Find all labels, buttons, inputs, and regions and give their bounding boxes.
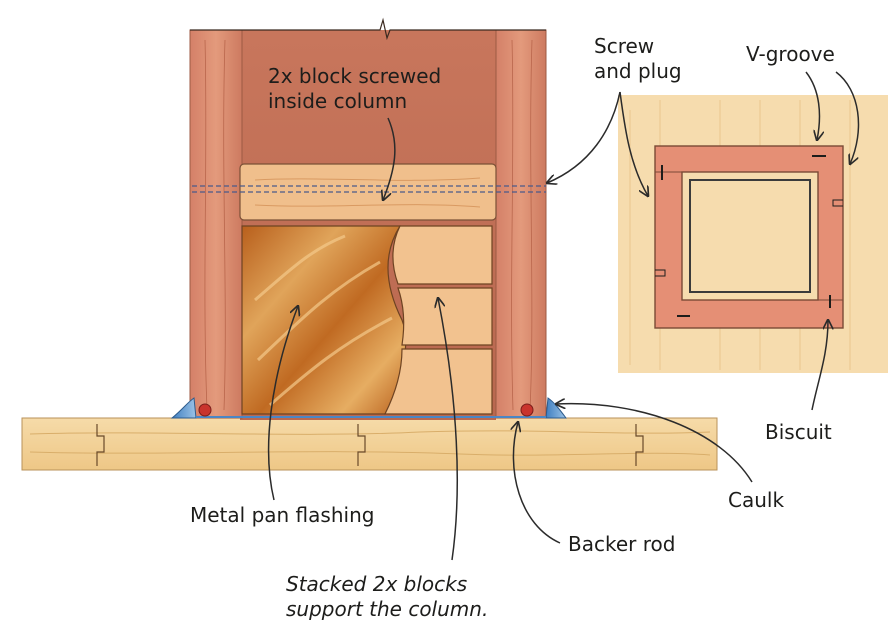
leader-caulk (556, 404, 753, 483)
label-stacked-blocks-line1: Stacked 2x blocks (286, 572, 468, 596)
backer-rod-left (198, 403, 212, 417)
label-block-screwed-line2: inside column (268, 89, 408, 113)
leader-biscuit (811, 320, 828, 411)
label-caulk: Caulk (728, 488, 785, 512)
label-stacked-blocks: Stacked 2x blocks support the column. (286, 572, 488, 622)
leader-screw-plug-plan (619, 91, 648, 196)
flashing-and-caulk (170, 397, 568, 419)
screwed-block (192, 163, 546, 221)
leader-v-groove-2 (835, 71, 860, 164)
label-metal-pan-flashing: Metal pan flashing (190, 503, 375, 527)
label-screw-plug: Screw and plug (594, 34, 682, 84)
deck-boards (21, 417, 718, 471)
leader-stacked-blocks (438, 298, 459, 561)
plan-view (618, 95, 888, 373)
leader-v-groove-1 (805, 71, 819, 140)
leader-metal-pan-flashing (267, 306, 298, 501)
leader-screw-plug (547, 91, 621, 183)
label-biscuit: Biscuit (765, 420, 832, 444)
label-screw-plug-line1: Screw (594, 34, 655, 58)
leader-lines (267, 71, 860, 561)
leader-block-screwed (383, 117, 396, 200)
label-v-groove: V-groove (746, 42, 835, 66)
label-stacked-blocks-line2: support the column. (286, 597, 489, 621)
label-block-screwed-line1: 2x block screwed (268, 64, 442, 88)
label-screw-plug-line2: and plug (594, 59, 682, 83)
label-block-screwed: 2x block screwed inside column (268, 64, 441, 114)
stacked-blocks (241, 225, 493, 415)
leader-backer-rod (513, 422, 561, 544)
backer-rod-right (520, 403, 534, 417)
label-backer-rod: Backer rod (568, 532, 676, 556)
